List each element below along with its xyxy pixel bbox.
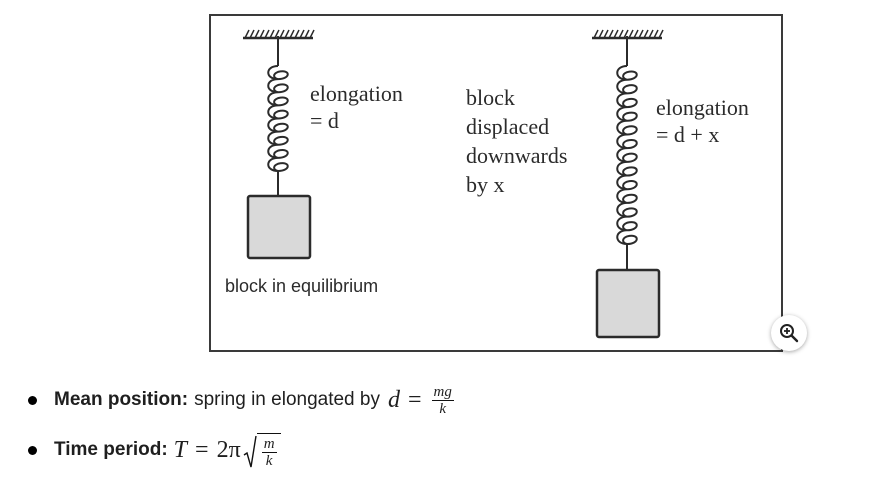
formula-lhs-t: T: [173, 436, 188, 463]
fraction-denominator: k: [265, 452, 273, 469]
ceiling-hatch: [633, 29, 639, 39]
ceiling-hatch: [289, 29, 295, 39]
ceiling-hatch: [603, 29, 609, 39]
ceiling-hatch: [618, 29, 624, 39]
bullet-dot: [28, 445, 37, 455]
list-item-mean-position: Mean position: spring in elongated by d …: [28, 375, 454, 425]
ceiling-hatch: [244, 29, 250, 39]
left-spring-coil: [267, 65, 289, 173]
ceiling-hatch: [643, 29, 649, 39]
time-period-formula: T = 2π m k: [174, 432, 281, 469]
ceiling-hatch: [653, 29, 659, 39]
left-elongation-value: = d: [310, 108, 339, 133]
radical-sign: [243, 435, 257, 467]
right-spring-assembly: [592, 29, 664, 339]
bullet-dot: [28, 395, 37, 405]
middle-label-line-2: displaced: [466, 114, 549, 139]
list-item-time-period: Time period: T = 2π m k: [28, 425, 454, 475]
ceiling-hatch: [254, 29, 260, 39]
formula-list: Mean position: spring in elongated by d …: [28, 375, 454, 475]
zoom-in-icon: [780, 324, 799, 343]
left-spring-assembly: [243, 29, 315, 260]
ceiling-hatch: [249, 29, 255, 39]
ceiling-hatch: [279, 29, 285, 39]
fraction-mg-over-k: mg k: [431, 383, 454, 417]
ceiling-hatch: [598, 29, 604, 39]
ceiling-hatch: [294, 29, 300, 39]
fraction-bar: [431, 399, 454, 401]
ceiling-hatch: [638, 29, 644, 39]
right-elongation-label: elongation: [656, 95, 749, 120]
ceiling-hatch: [648, 29, 654, 39]
middle-label-line-4: by x: [466, 172, 505, 197]
ceiling-hatch: [608, 29, 614, 39]
spring-block-diagram: elongation = d block displaced downwards…: [225, 29, 749, 339]
zoom-button[interactable]: [771, 315, 807, 351]
formula-lhs-d: d: [387, 386, 400, 413]
right-spring-coil: [616, 65, 638, 246]
ceiling-hatch: [613, 29, 619, 39]
middle-label-line-1: block: [466, 85, 515, 110]
mean-position-label: Mean position:: [54, 389, 189, 410]
equilibrium-caption: block in equilibrium: [225, 276, 378, 296]
diagram-frame: elongation = d block displaced downwards…: [209, 14, 783, 352]
ceiling-hatch: [623, 29, 629, 39]
fraction-denominator: k: [439, 400, 447, 417]
square-root: m k: [243, 432, 281, 469]
ceiling-hatch: [658, 29, 664, 39]
mean-position-formula: d = mg k: [388, 384, 454, 417]
formula-equals: =: [195, 436, 209, 463]
fraction-numerator: mg: [433, 383, 452, 400]
fraction-numerator: m: [263, 435, 275, 452]
ceiling-hatch: [259, 29, 265, 39]
ceiling-hatch: [264, 29, 270, 39]
time-period-label: Time period:: [54, 439, 168, 460]
middle-label-line-3: downwards: [466, 143, 567, 168]
ceiling-hatch: [628, 29, 634, 39]
right-elongation-value: = d + x: [656, 122, 719, 147]
ceiling-hatch: [299, 29, 305, 39]
formula-coefficient: 2π: [216, 436, 241, 463]
ceiling-hatch: [309, 29, 315, 39]
formula-equals: =: [407, 386, 422, 413]
mean-position-text: spring in elongated by: [194, 389, 380, 410]
ceiling-hatch: [284, 29, 290, 39]
ceiling-hatch: [304, 29, 310, 39]
ceiling-hatch: [269, 29, 275, 39]
fraction-bar: [261, 451, 277, 453]
ceiling-hatch: [274, 29, 280, 39]
ceiling-hatch: [593, 29, 599, 39]
block-in-equilibrium: [246, 194, 312, 260]
block-displaced: [595, 268, 661, 339]
fraction-m-over-k: m k: [261, 435, 277, 469]
left-elongation-label: elongation: [310, 81, 403, 106]
